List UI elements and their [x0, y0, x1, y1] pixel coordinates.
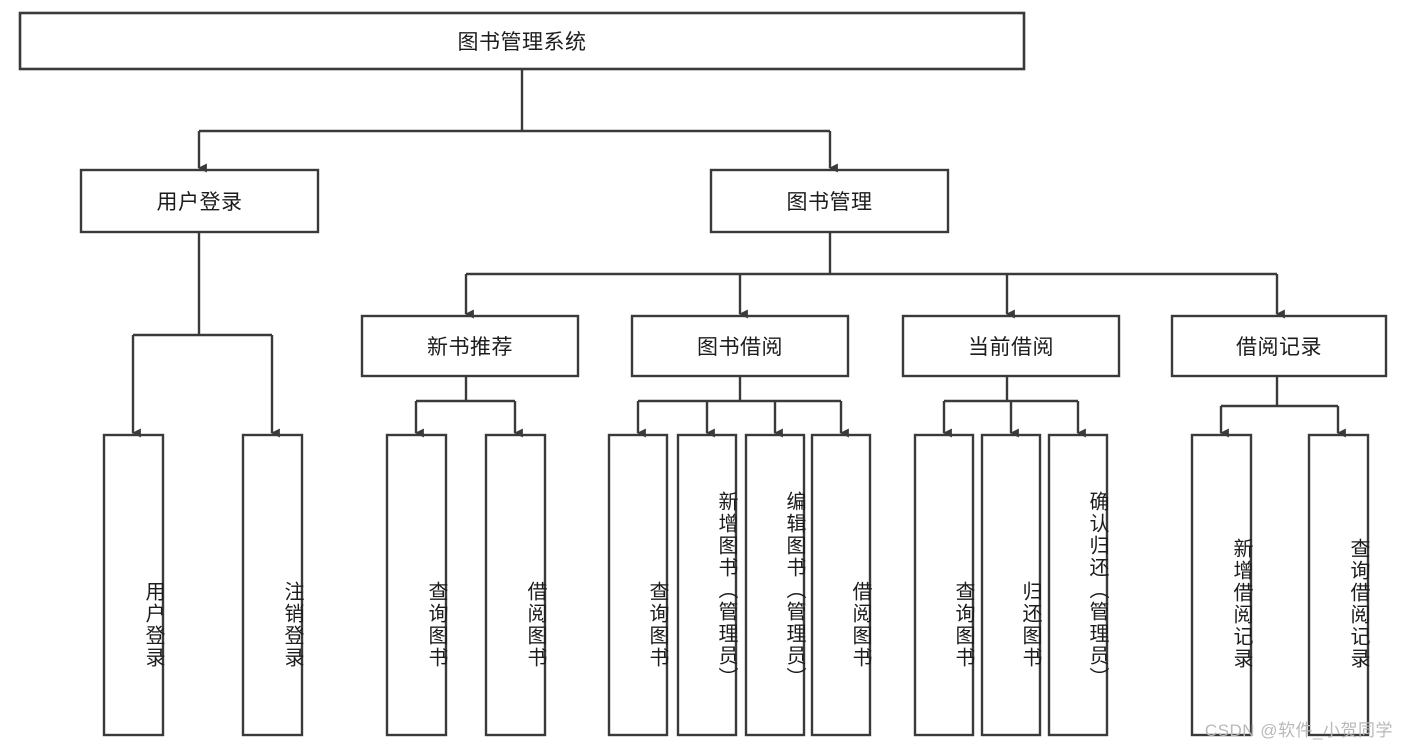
node-box-borrow-record[interactable]: [1170, 314, 1388, 378]
node-box-leaf-user-login[interactable]: [102, 433, 165, 737]
node-box-leaf-borrow-book-rec[interactable]: [484, 433, 547, 737]
node-box-leaf-query-borrow-record[interactable]: [1307, 433, 1370, 737]
node-box-leaf-query-book-current[interactable]: [913, 433, 975, 737]
node-box-leaf-confirm-return-admin[interactable]: [1047, 433, 1109, 737]
node-box-leaf-query-book-borrow[interactable]: [607, 433, 669, 737]
node-box-leaf-edit-book-admin[interactable]: [744, 433, 806, 737]
node-box-book-borrow[interactable]: [630, 314, 850, 378]
node-box-leaf-borrow-book[interactable]: [810, 433, 872, 737]
node-box-current-borrow[interactable]: [901, 314, 1121, 378]
node-box-leaf-add-borrow-record[interactable]: [1190, 433, 1253, 737]
node-box-leaf-return-book[interactable]: [980, 433, 1042, 737]
node-box-root[interactable]: [18, 11, 1026, 71]
node-box-book-manage[interactable]: [709, 168, 950, 234]
node-box-new-book-recommend[interactable]: [360, 314, 580, 378]
node-box-leaf-logout[interactable]: [241, 433, 304, 737]
node-box-leaf-query-book-rec[interactable]: [385, 433, 448, 737]
node-box-leaf-add-book-admin[interactable]: [676, 433, 738, 737]
node-box-user-login[interactable]: [79, 168, 320, 234]
